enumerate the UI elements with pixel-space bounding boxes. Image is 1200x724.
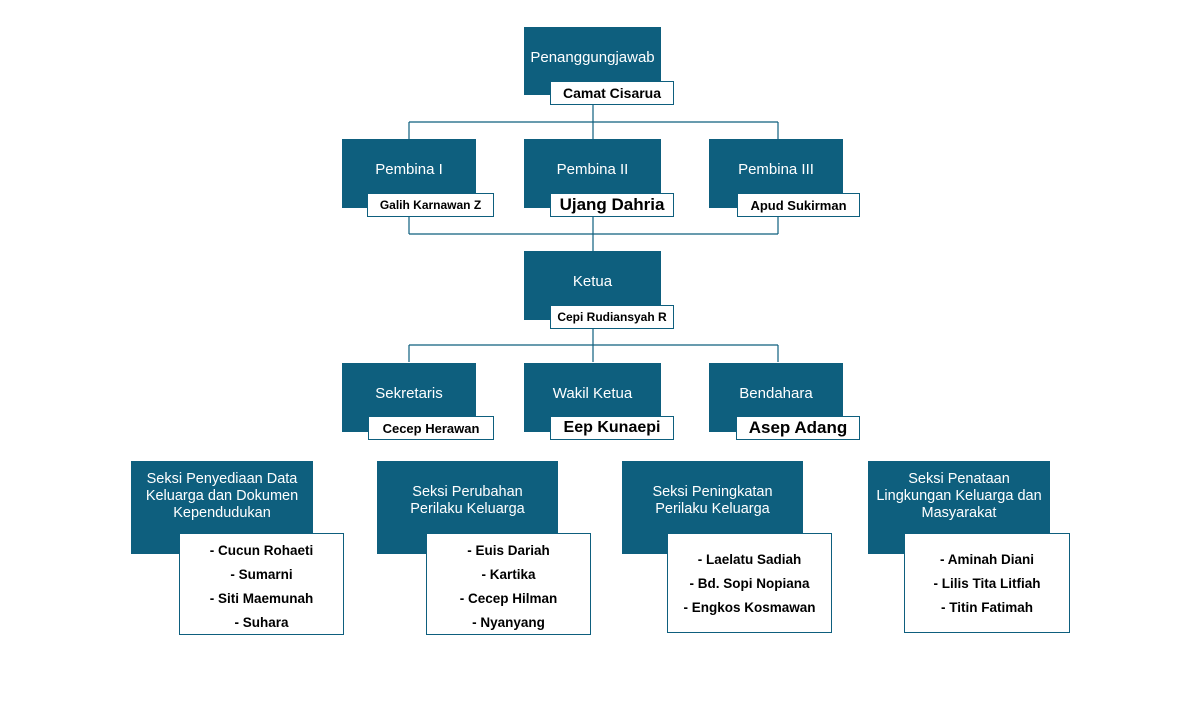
wakil-ketua-label: Wakil Ketua bbox=[552, 385, 633, 402]
wakil-ketua-name: Eep Kunaepi bbox=[550, 416, 674, 440]
pembina-1-name: Galih Karnawan Z bbox=[367, 193, 494, 217]
bendahara-name: Asep Adang bbox=[736, 416, 860, 440]
pembina-3-label: Pembina III bbox=[738, 161, 814, 178]
section-4-title-line: Seksi Penataan bbox=[908, 471, 1010, 487]
list-item: - Siti Maemunah bbox=[209, 591, 314, 606]
list-item: - Sumarni bbox=[230, 567, 293, 582]
list-item: - Lilis Tita Litfiah bbox=[933, 576, 1041, 591]
pembina-3-name: Apud Sukirman bbox=[737, 193, 860, 217]
section-1-title-line: Seksi Penyediaan Data bbox=[146, 471, 298, 487]
section-3-members: - Laelatu Sadiah - Bd. Sopi Nopiana - En… bbox=[667, 533, 832, 633]
section-1-title-line: Keluarga dan Dokumen bbox=[145, 488, 299, 504]
pembina-2-name: Ujang Dahria bbox=[550, 193, 674, 217]
pembina-2-label: Pembina II bbox=[556, 161, 629, 178]
section-4-title-line: Masyarakat bbox=[921, 505, 997, 521]
section-3-title-line: Perilaku Keluarga bbox=[655, 501, 770, 517]
section-2-title-line: Perilaku Keluarga bbox=[410, 501, 525, 517]
list-item: - Euis Dariah bbox=[467, 543, 550, 558]
sekretaris-label: Sekretaris bbox=[375, 385, 443, 402]
section-3-title-line: Seksi Peningkatan bbox=[652, 484, 773, 500]
penanggungjawab-name: Camat Cisarua bbox=[550, 81, 674, 105]
list-item: - Cucun Rohaeti bbox=[209, 543, 314, 558]
section-4-title-line: Lingkungan Keluarga dan bbox=[876, 488, 1042, 504]
list-item: - Laelatu Sadiah bbox=[697, 552, 802, 567]
bendahara-label: Bendahara bbox=[739, 385, 813, 402]
list-item: - Cecep Hilman bbox=[459, 591, 558, 606]
section-1-title-line: Kependudukan bbox=[173, 505, 271, 521]
list-item: - Aminah Diani bbox=[939, 552, 1034, 567]
ketua-name: Cepi Rudiansyah R bbox=[550, 305, 674, 329]
list-item: - Engkos Kosmawan bbox=[683, 600, 816, 615]
list-item: - Kartika bbox=[481, 567, 536, 582]
penanggungjawab-label: Penanggungjawab bbox=[530, 49, 655, 66]
list-item: - Titin Fatimah bbox=[940, 600, 1033, 615]
list-item: - Suhara bbox=[234, 615, 289, 630]
section-1-members: - Cucun Rohaeti - Sumarni - Siti Maemuna… bbox=[179, 533, 344, 635]
ketua-label: Ketua bbox=[572, 273, 613, 290]
section-2-title-line: Seksi Perubahan bbox=[412, 484, 523, 500]
sekretaris-name: Cecep Herawan bbox=[368, 416, 494, 440]
pembina-1-label: Pembina I bbox=[375, 161, 443, 178]
section-2-members: - Euis Dariah - Kartika - Cecep Hilman -… bbox=[426, 533, 591, 635]
section-4-members: - Aminah Diani - Lilis Tita Litfiah - Ti… bbox=[904, 533, 1070, 633]
list-item: - Bd. Sopi Nopiana bbox=[689, 576, 810, 591]
list-item: - Nyanyang bbox=[472, 615, 545, 630]
